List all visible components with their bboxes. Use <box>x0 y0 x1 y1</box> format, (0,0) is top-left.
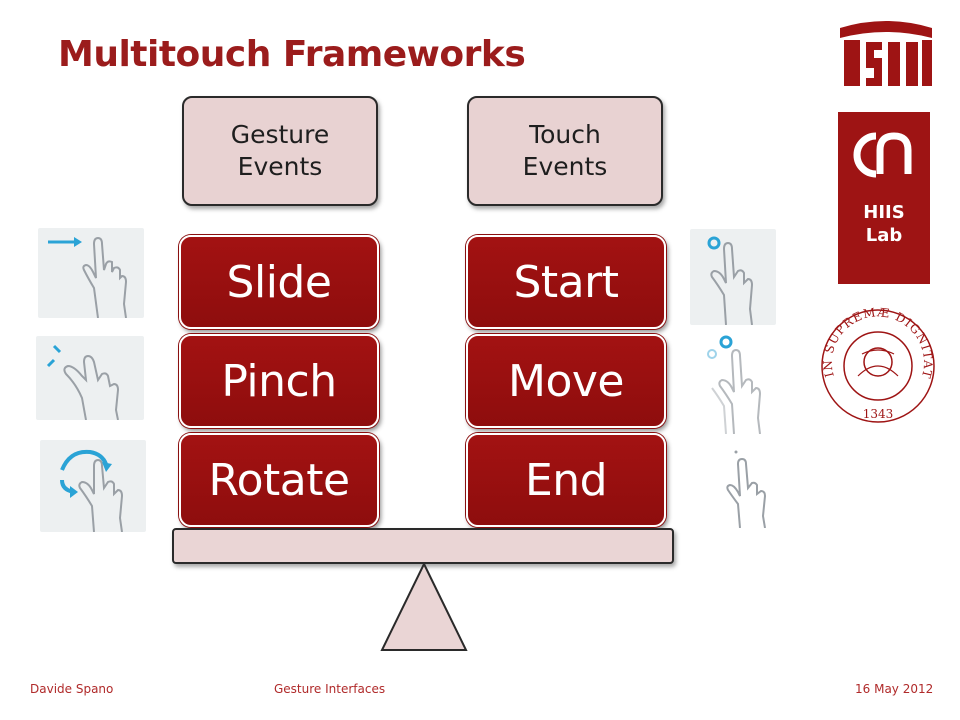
gesture-event-pinch: Pinch <box>179 334 379 428</box>
rotate-gesture-icon <box>40 440 146 533</box>
tsm-logo <box>840 21 932 86</box>
gesture-event-slide: Slide <box>179 235 379 329</box>
seal-motto: IN SUPREMÆ DIGNITATIS <box>818 306 934 380</box>
university-seal-logo: IN SUPREMÆ DIGNITATIS 1343 <box>818 306 935 423</box>
balance-plank <box>172 528 674 564</box>
touch-event-move: Move <box>466 334 666 428</box>
touch-end-icon <box>718 448 782 529</box>
footer-author: Davide Spano <box>30 682 114 696</box>
touch-event-start: Start <box>466 235 666 329</box>
slide-gesture-icon <box>38 228 144 319</box>
gesture-events-header: Gesture Events <box>182 96 378 206</box>
seal-year: 1343 <box>863 407 894 421</box>
touch-event-end: End <box>466 433 666 527</box>
balance-fulcrum-icon <box>380 562 468 651</box>
footer-date: 16 May 2012 <box>855 682 934 696</box>
svg-text:IN SUPREMÆ DIGNITATIS: IN SUPREMÆ DIGNITATIS <box>818 306 935 380</box>
touch-move-icon <box>698 334 782 435</box>
hiis-lab-logo: HIIS Lab <box>838 112 930 284</box>
hiis-lab-label: HIIS Lab <box>863 202 905 246</box>
gesture-events-header-label: Gesture Events <box>230 119 330 182</box>
slide-title: Multitouch Frameworks <box>58 34 526 75</box>
cnr-mark-icon <box>853 132 912 178</box>
pinch-gesture-icon <box>36 336 144 421</box>
touch-start-icon <box>690 229 776 326</box>
touch-events-header: Touch Events <box>467 96 663 206</box>
footer-course: Gesture Interfaces <box>274 682 386 696</box>
touch-events-header-label: Touch Events <box>522 119 608 182</box>
gesture-event-rotate: Rotate <box>179 433 379 527</box>
